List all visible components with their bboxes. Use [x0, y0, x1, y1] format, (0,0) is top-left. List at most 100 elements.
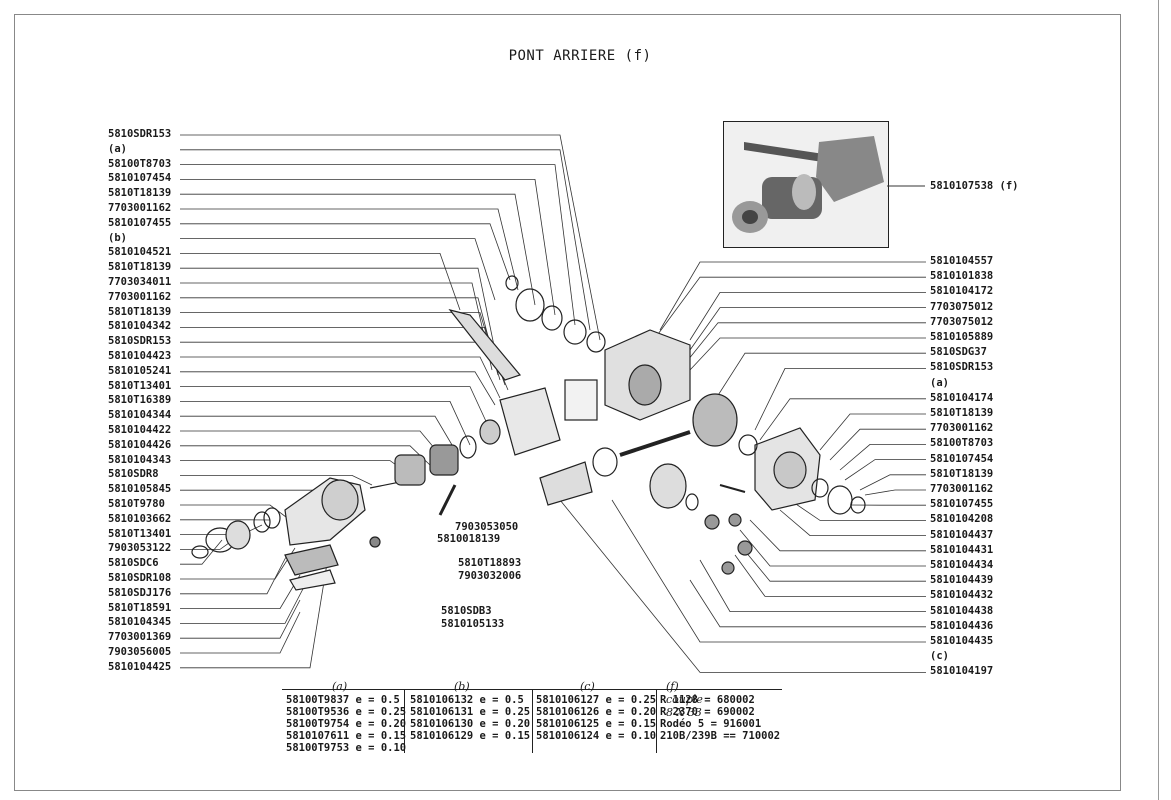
leader-line — [180, 401, 471, 446]
inset-part-label: 5810107538 (f) — [930, 180, 1019, 192]
leader-line — [180, 371, 496, 406]
table-cell: 5810106124 e = 0.10 — [536, 730, 657, 742]
left-part-label-30: 5810SDR108 — [108, 572, 172, 584]
right-part-label-18: 5810104437 — [930, 528, 994, 541]
leader-line — [754, 368, 926, 431]
part-diff-ring — [685, 493, 699, 511]
part-spacer-housing — [499, 387, 561, 456]
leader-line — [180, 611, 301, 654]
left-part-label-22: 5810104343 — [108, 453, 172, 466]
inset-casing — [816, 136, 884, 202]
part-tube-ring — [592, 447, 618, 477]
part-casing-bore — [628, 364, 662, 406]
leader-line — [844, 459, 926, 481]
leader-line — [687, 322, 926, 361]
leader-line — [611, 499, 926, 643]
inset-flange-hub — [742, 210, 758, 224]
right-part-label-16: 5810107455 — [930, 498, 994, 511]
left-part-label-27: 5810T13401 — [108, 527, 172, 540]
table-cell: Rodéo 5 = 916001 — [660, 718, 762, 730]
table-cell: 58100T9536 e = 0.25 — [286, 706, 407, 718]
leader-line — [180, 599, 301, 639]
table-cell: 5810106132 e = 0.5 — [410, 694, 524, 706]
table-cell: R 2370 = 690002 — [660, 706, 755, 718]
part-housing-bore — [321, 479, 359, 521]
left-part-label-15: 5810104423 — [108, 350, 172, 362]
leader-line — [180, 149, 591, 331]
center-label-6: 5810105133 — [441, 618, 505, 630]
right-part-label-0: 5810104557 — [930, 255, 994, 267]
right-part-label-22: 5810104432 — [930, 589, 994, 602]
table-cell: 58100T9754 e = 0.20 — [286, 718, 407, 730]
leader-line — [779, 509, 926, 536]
leader-line — [689, 337, 926, 371]
right-part-label-1: 5810101838 — [930, 270, 994, 283]
leader-line — [180, 134, 601, 341]
part-seal-2 — [263, 507, 281, 529]
part-bracket — [448, 308, 522, 381]
right-part-label-27: 5810104197 — [930, 665, 994, 678]
page-frame — [14, 14, 1121, 791]
part-pinion-shaft — [619, 430, 691, 457]
table-header-f: (f) couple 8 X 33 — [666, 680, 703, 719]
part-planet — [704, 514, 720, 530]
part-cover-bore — [773, 451, 807, 489]
right-part-label-5: 5810105889 — [930, 331, 994, 343]
left-part-label-17: 5810T13401 — [108, 379, 172, 392]
left-part-label-7: (b) — [108, 231, 127, 244]
right-part-label-24: 5810104436 — [930, 619, 994, 632]
left-part-label-4: 5810T18139 — [108, 187, 172, 200]
left-part-label-14: 5810SDR153 — [108, 335, 172, 348]
leader-line — [659, 261, 926, 331]
leader-line — [689, 307, 926, 351]
leader-line — [859, 474, 926, 491]
right-part-label-2: 5810104172 — [930, 285, 994, 298]
part-plate — [284, 544, 339, 576]
part-seal — [253, 511, 271, 533]
table-cell: 5810106125 e = 0.15 — [536, 718, 657, 730]
left-part-label-25: 5810T9780 — [108, 498, 165, 510]
part-bearing — [394, 454, 426, 486]
leader-line — [689, 292, 926, 341]
part-cover-ring-4 — [850, 496, 866, 514]
leader-line — [789, 499, 926, 521]
right-part-label-8: (a) — [930, 376, 949, 389]
left-part-label-5: 7703001162 — [108, 202, 172, 214]
part-pin — [719, 484, 746, 493]
center-label-5: 5810SDB3 — [441, 605, 492, 617]
inset-photo — [723, 121, 889, 248]
part-flange-hub — [225, 520, 251, 550]
left-part-label-9: 5810T18139 — [108, 261, 172, 274]
leader-line — [749, 519, 926, 552]
left-part-label-28: 7903053122 — [108, 542, 172, 555]
parts — [191, 275, 866, 591]
part-tube — [539, 461, 593, 506]
table-cell: 58100T9837 e = 0.5 — [286, 694, 400, 706]
left-part-label-23: 5810SDR8 — [108, 468, 159, 481]
right-part-label-19: 5810104431 — [930, 543, 994, 556]
table-divider-1 — [404, 689, 405, 753]
leader-line — [180, 164, 576, 326]
right-part-label-3: 7703075012 — [930, 300, 994, 313]
part-crown-wheel — [692, 393, 738, 447]
part-plate-2 — [289, 569, 336, 591]
leader-line — [829, 428, 926, 461]
table-cell: 58100T9753 e = 0.10 — [286, 742, 407, 754]
left-part-label-34: 7703001369 — [108, 631, 172, 644]
table-cell: 5810106127 e = 0.25 — [536, 694, 657, 706]
table-divider-2 — [532, 689, 533, 753]
part-diff-carrier — [649, 463, 687, 509]
table-header-a: (a) — [332, 680, 348, 693]
right-part-label-12: 58100T8703 — [930, 437, 994, 450]
left-part-label-10: 7703034011 — [108, 276, 172, 288]
inset-bearing — [792, 174, 816, 210]
part-washer-5 — [586, 331, 606, 353]
leader-line — [180, 504, 291, 521]
part-planet-2 — [728, 513, 742, 527]
part-cover-ring — [738, 434, 758, 456]
left-part-label-11: 7703001162 — [108, 290, 172, 303]
